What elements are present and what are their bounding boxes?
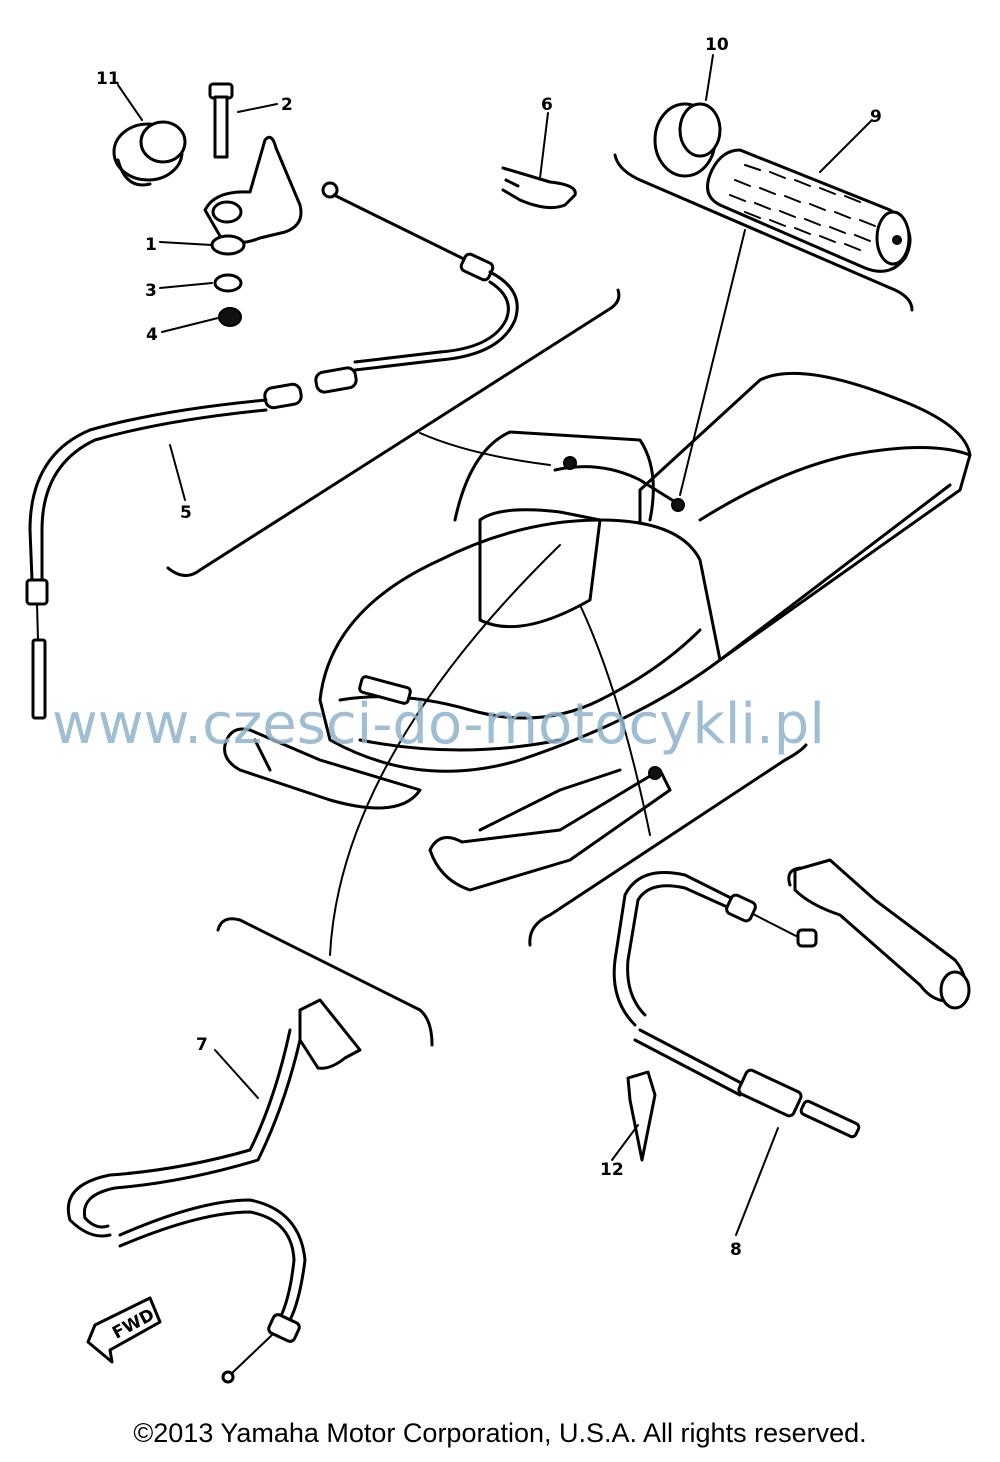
group-bracket-9-10 <box>613 153 914 312</box>
snowmobile-body <box>223 371 972 892</box>
part-8-brake-cable <box>612 871 861 1139</box>
part-11-ring <box>112 120 187 187</box>
part-4-nut <box>218 307 242 327</box>
copyright-notice: ©2013 Yamaha Motor Corporation, U.S.A. A… <box>133 1418 867 1448</box>
brake-lever <box>787 858 971 1010</box>
group-bracket-5 <box>166 288 621 577</box>
part-2-bolt <box>208 82 234 159</box>
callout-1: 1 <box>145 235 157 255</box>
part-10-ring <box>653 102 722 178</box>
callouts: 1 2 3 4 5 6 7 8 9 10 11 12 <box>96 35 882 1260</box>
part-5-cable <box>25 181 519 720</box>
part-12-clip <box>626 1070 657 1162</box>
leader-lines <box>329 229 746 956</box>
part-7-throttle-cable <box>67 998 362 1384</box>
callout-6: 6 <box>541 95 553 115</box>
callout-3: 3 <box>145 281 157 301</box>
callout-4: 4 <box>146 325 158 345</box>
callout-11: 11 <box>96 69 120 89</box>
group-bracket-7 <box>216 917 434 1047</box>
callout-7: 7 <box>196 1035 208 1055</box>
group-bracket-8 <box>528 743 808 947</box>
part-6-clip <box>501 166 577 210</box>
callout-leaders <box>117 54 873 1236</box>
part-1-bracket <box>203 135 303 256</box>
callout-2: 2 <box>281 95 293 115</box>
callout-8: 8 <box>730 1240 742 1260</box>
forward-direction-arrow: FWD <box>86 1296 162 1364</box>
callout-12: 12 <box>600 1160 624 1180</box>
callout-9: 9 <box>870 107 882 127</box>
callout-5: 5 <box>180 503 192 523</box>
callout-10: 10 <box>705 35 729 55</box>
part-9-grip <box>706 148 912 273</box>
part-3-washer <box>213 273 243 293</box>
watermark-url: www.czesci-do-motocykli.pl <box>52 692 825 757</box>
